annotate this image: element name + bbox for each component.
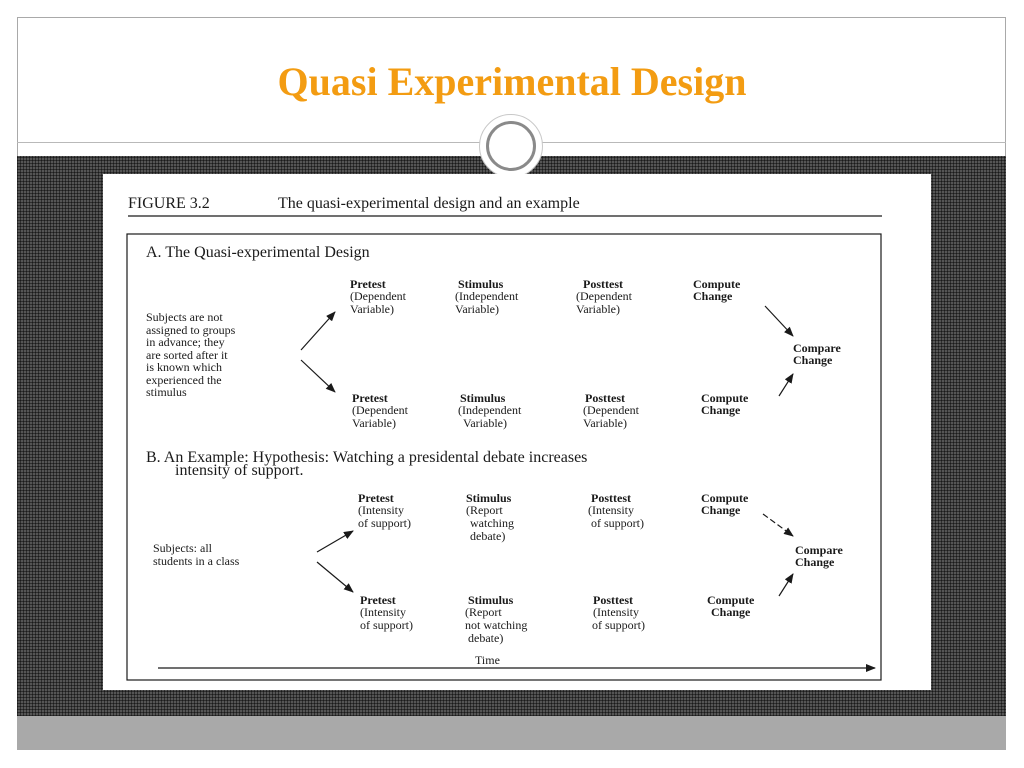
section-a-top-pretest: Pretest (Dependent Variable): [350, 277, 407, 316]
divider-ring-icon: [486, 121, 536, 171]
svg-text:(Intensity: (Intensity: [588, 503, 634, 517]
svg-text:of support): of support): [592, 618, 645, 632]
svg-text:watching: watching: [470, 516, 514, 530]
section-a-compare: Compare Change: [793, 341, 841, 367]
arrow-b-down: [316, 561, 354, 593]
section-b-top-compute: Compute Change: [701, 491, 749, 517]
svg-text:are sorted after it: are sorted after it: [146, 348, 228, 362]
section-a-bottom-compute: Compute Change: [701, 391, 749, 417]
svg-text:Change: Change: [793, 353, 833, 367]
svg-text:Posttest: Posttest: [593, 593, 633, 607]
svg-text:experienced the: experienced the: [146, 373, 222, 387]
svg-text:(Report: (Report: [465, 605, 502, 619]
svg-text:Compute: Compute: [701, 391, 749, 405]
svg-text:(Intensity: (Intensity: [358, 503, 404, 517]
figure-image: FIGURE 3.2 The quasi-experimental design…: [103, 174, 931, 690]
svg-text:Compute: Compute: [707, 593, 755, 607]
svg-text:Compare: Compare: [795, 543, 843, 557]
svg-text:stimulus: stimulus: [146, 385, 187, 399]
svg-text:Change: Change: [701, 403, 741, 417]
svg-text:(Independent: (Independent: [458, 403, 522, 417]
svg-text:of support): of support): [591, 516, 644, 530]
section-b-bottom-compute: Compute Change: [707, 593, 755, 619]
figure-caption-label: FIGURE 3.2: [128, 195, 210, 212]
svg-text:debate): debate): [470, 529, 505, 543]
section-b-bottom-posttest: Posttest (Intensity of support): [592, 593, 645, 632]
section-b-bottom-stimulus: Stimulus (Report not watching debate): [465, 593, 527, 645]
section-a-bottom-posttest: Posttest (Dependent Variable): [583, 391, 640, 430]
svg-text:Compare: Compare: [793, 341, 841, 355]
svg-text:not watching: not watching: [465, 618, 527, 632]
section-a-top-posttest: Posttest (Dependent Variable): [576, 277, 633, 316]
arrow-a-compute-bottom: [778, 373, 794, 397]
arrow-b-compute-bottom: [778, 573, 794, 597]
svg-text:Pretest: Pretest: [358, 491, 394, 505]
svg-text:(Intensity: (Intensity: [360, 605, 406, 619]
section-b-subjects: Subjects: all students in a class: [153, 541, 240, 568]
figure-box: [126, 233, 882, 681]
section-a-bottom-pretest: Pretest (Dependent Variable): [352, 391, 409, 430]
svg-text:Stimulus: Stimulus: [466, 491, 512, 505]
svg-text:Change: Change: [693, 289, 733, 303]
svg-text:debate): debate): [468, 631, 503, 645]
section-b-compare: Compare Change: [795, 543, 843, 569]
svg-text:Posttest: Posttest: [591, 491, 631, 505]
svg-text:Posttest: Posttest: [585, 391, 625, 405]
svg-text:(Dependent: (Dependent: [583, 403, 640, 417]
svg-text:Variable): Variable): [352, 416, 396, 430]
svg-text:Posttest: Posttest: [583, 277, 623, 291]
section-a-subjects: Subjects are not assigned to groups in a…: [146, 310, 236, 399]
section-b-heading-line1: B. An Example: Hypothesis: Watching a pr…: [146, 449, 587, 466]
svg-text:Stimulus: Stimulus: [468, 593, 514, 607]
svg-text:in advance; they: in advance; they: [146, 335, 225, 349]
time-label: Time: [475, 653, 500, 667]
section-b-top-pretest: Pretest (Intensity of support): [358, 491, 411, 530]
arrow-a-compute-top: [764, 305, 794, 337]
svg-text:Change: Change: [701, 503, 741, 517]
svg-text:Variable): Variable): [455, 302, 499, 316]
svg-text:(Dependent: (Dependent: [352, 403, 409, 417]
svg-text:(Dependent: (Dependent: [576, 289, 633, 303]
svg-text:assigned to groups: assigned to groups: [146, 323, 236, 337]
svg-text:(Intensity: (Intensity: [593, 605, 639, 619]
svg-text:Pretest: Pretest: [352, 391, 388, 405]
svg-text:is known which: is known which: [146, 360, 222, 374]
svg-text:(Dependent: (Dependent: [350, 289, 407, 303]
svg-text:Pretest: Pretest: [350, 277, 386, 291]
svg-text:Change: Change: [795, 555, 835, 569]
section-a-top-compute: Compute Change: [693, 277, 741, 303]
slide-title: Quasi Experimental Design: [277, 59, 747, 104]
arrow-b-up: [316, 530, 354, 553]
svg-text:Subjects: all: Subjects: all: [153, 541, 213, 555]
svg-text:(Report: (Report: [466, 503, 503, 517]
svg-text:Pretest: Pretest: [360, 593, 396, 607]
section-b-heading-line2: intensity of support.: [175, 462, 303, 479]
svg-text:Stimulus: Stimulus: [458, 277, 504, 291]
svg-text:(Independent: (Independent: [455, 289, 519, 303]
section-b-bottom-pretest: Pretest (Intensity of support): [360, 593, 413, 632]
svg-text:Variable): Variable): [463, 416, 507, 430]
section-b-top-posttest: Posttest (Intensity of support): [588, 491, 644, 530]
section-a-top-stimulus: Stimulus (Independent Variable): [455, 277, 519, 316]
section-b-top-stimulus: Stimulus (Report watching debate): [466, 491, 514, 543]
svg-text:Change: Change: [711, 605, 751, 619]
section-a-heading: A. The Quasi-experimental Design: [146, 244, 370, 261]
svg-text:Subjects are not: Subjects are not: [146, 310, 223, 324]
arrow-b-compute-top: [762, 513, 794, 537]
svg-text:Variable): Variable): [350, 302, 394, 316]
svg-text:Stimulus: Stimulus: [460, 391, 506, 405]
svg-text:of support): of support): [358, 516, 411, 530]
arrow-a-down: [300, 359, 336, 393]
figure-caption-text: The quasi-experimental design and an exa…: [278, 195, 580, 212]
figure-diagram: FIGURE 3.2 The quasi-experimental design…: [126, 195, 882, 681]
svg-text:Compute: Compute: [701, 491, 749, 505]
svg-text:Variable): Variable): [583, 416, 627, 430]
svg-text:students in a class: students in a class: [153, 554, 240, 568]
arrow-a-up: [300, 311, 336, 351]
section-a-bottom-stimulus: Stimulus (Independent Variable): [458, 391, 522, 430]
svg-text:of support): of support): [360, 618, 413, 632]
svg-text:Compute: Compute: [693, 277, 741, 291]
svg-text:Variable): Variable): [576, 302, 620, 316]
footer-bar: [17, 716, 1006, 750]
